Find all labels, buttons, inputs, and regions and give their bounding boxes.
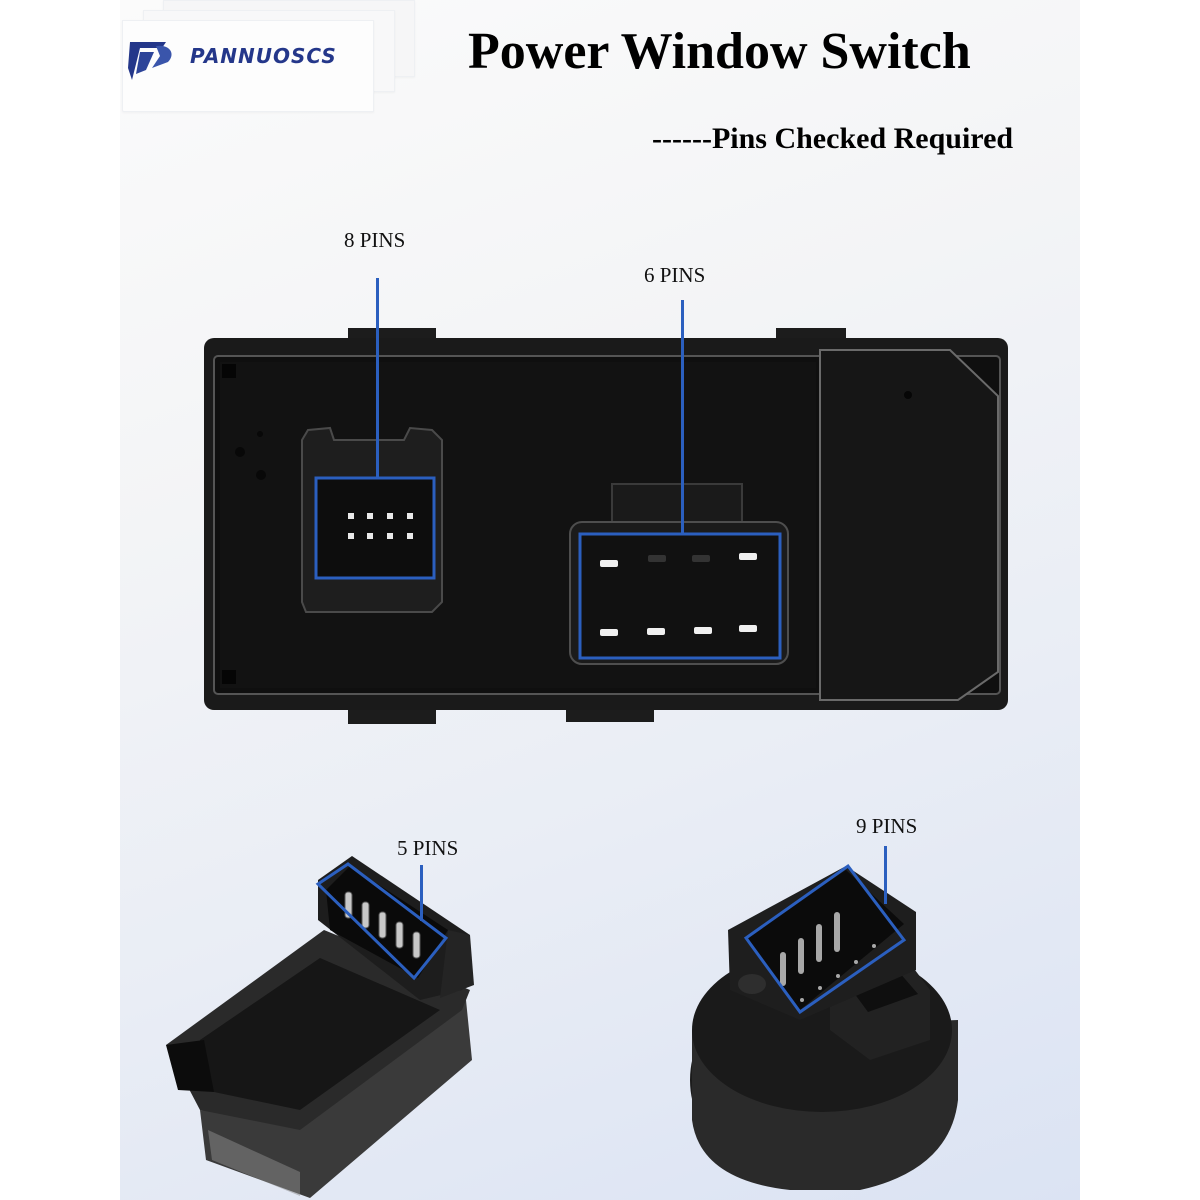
highlight-5-pins [315,862,449,981]
pin-contact [387,533,393,539]
pin-contact [387,513,393,519]
pin-contact [367,533,373,539]
pin-contact [600,629,618,636]
leader-line-5-pins [420,865,423,921]
pin-contact [407,533,413,539]
leader-line-8-pins [376,278,379,478]
highlight-6-pins [578,532,782,660]
pin-contact [739,625,757,632]
page-subtitle: ------Pins Checked Required [652,122,1014,155]
callout-label-6-pins: 6 PINS [644,263,706,287]
pin-contact [739,553,757,560]
pin-contact [407,513,413,519]
empty-pin-slot [648,555,666,562]
pin-contact [600,560,618,567]
brand-name: PANNUOSCS [190,44,337,68]
callout-label-9-pins: 9 PINS [856,814,918,838]
highlight-8-pins [314,476,436,580]
highlight-9-pins [743,863,907,1015]
pin-contact [348,513,354,519]
callout-label-5-pins: 5 PINS [397,836,459,860]
pannuoscs-logo-icon [128,42,172,80]
logo-card [122,20,374,112]
page-title: Power Window Switch [468,23,971,80]
pin-contact [647,628,665,635]
callout-label-8-pins: 8 PINS [344,228,406,252]
pin-contact [367,513,373,519]
pin-contact [348,533,354,539]
leader-line-6-pins [681,300,684,534]
pin-contact [694,627,712,634]
leader-line-9-pins [884,846,887,904]
empty-pin-slot [692,555,710,562]
